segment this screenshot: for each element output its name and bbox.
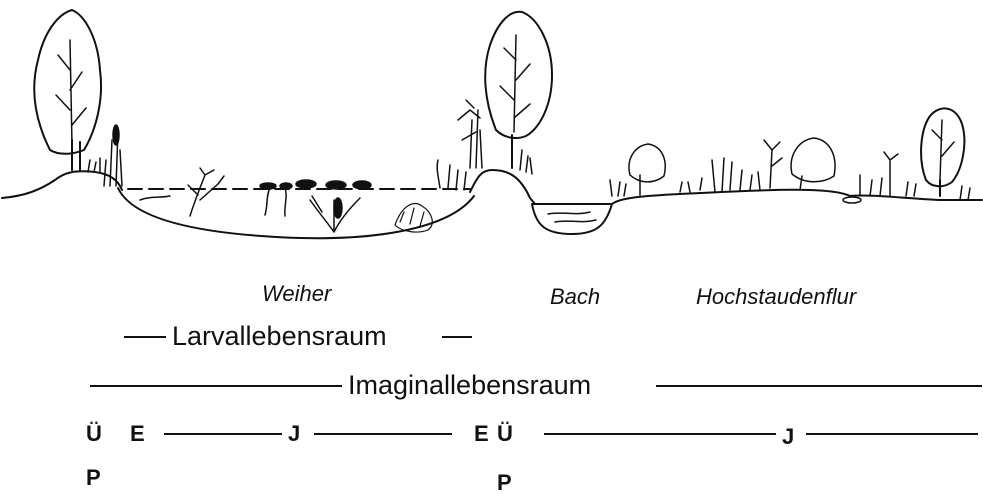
code-mid-e: E	[474, 423, 489, 445]
code-left-p: P	[86, 467, 101, 489]
imaginal-range-line-right	[656, 385, 982, 387]
label-stream: Bach	[550, 286, 600, 308]
imaginal-range-line-left	[90, 385, 342, 387]
tall-herb-plants	[610, 138, 970, 203]
code-mid-p: P	[497, 472, 512, 494]
tree-right	[921, 108, 964, 196]
code-line-1	[164, 433, 282, 435]
code-left-e: E	[130, 423, 145, 445]
larval-range-line-right	[442, 336, 472, 338]
pond-basin	[118, 188, 474, 238]
tree-middle	[485, 12, 552, 168]
stream-channel	[532, 204, 612, 234]
code-left-u: Ü	[86, 423, 102, 445]
tree-left	[34, 10, 101, 170]
larval-range-line-left	[124, 336, 166, 338]
reeds-middle	[437, 100, 532, 190]
label-tall-herb: Hochstaudenflur	[696, 286, 856, 308]
code-line-2	[314, 433, 452, 435]
ground-line	[2, 170, 982, 204]
code-line-4	[806, 433, 978, 435]
reeds-left	[88, 125, 122, 186]
code-line-3	[544, 433, 776, 435]
stream-water	[548, 212, 596, 222]
label-imaginal-range: Imaginallebensraum	[348, 372, 591, 399]
landscape-cross-section	[0, 0, 983, 250]
label-pond: Weiher	[262, 283, 331, 305]
label-larval-range: Larvallebensraum	[172, 323, 387, 350]
code-mid-u: Ü	[497, 423, 513, 445]
pond-plants	[140, 168, 432, 232]
code-left-j: J	[288, 423, 300, 445]
code-right-j: J	[782, 426, 794, 448]
